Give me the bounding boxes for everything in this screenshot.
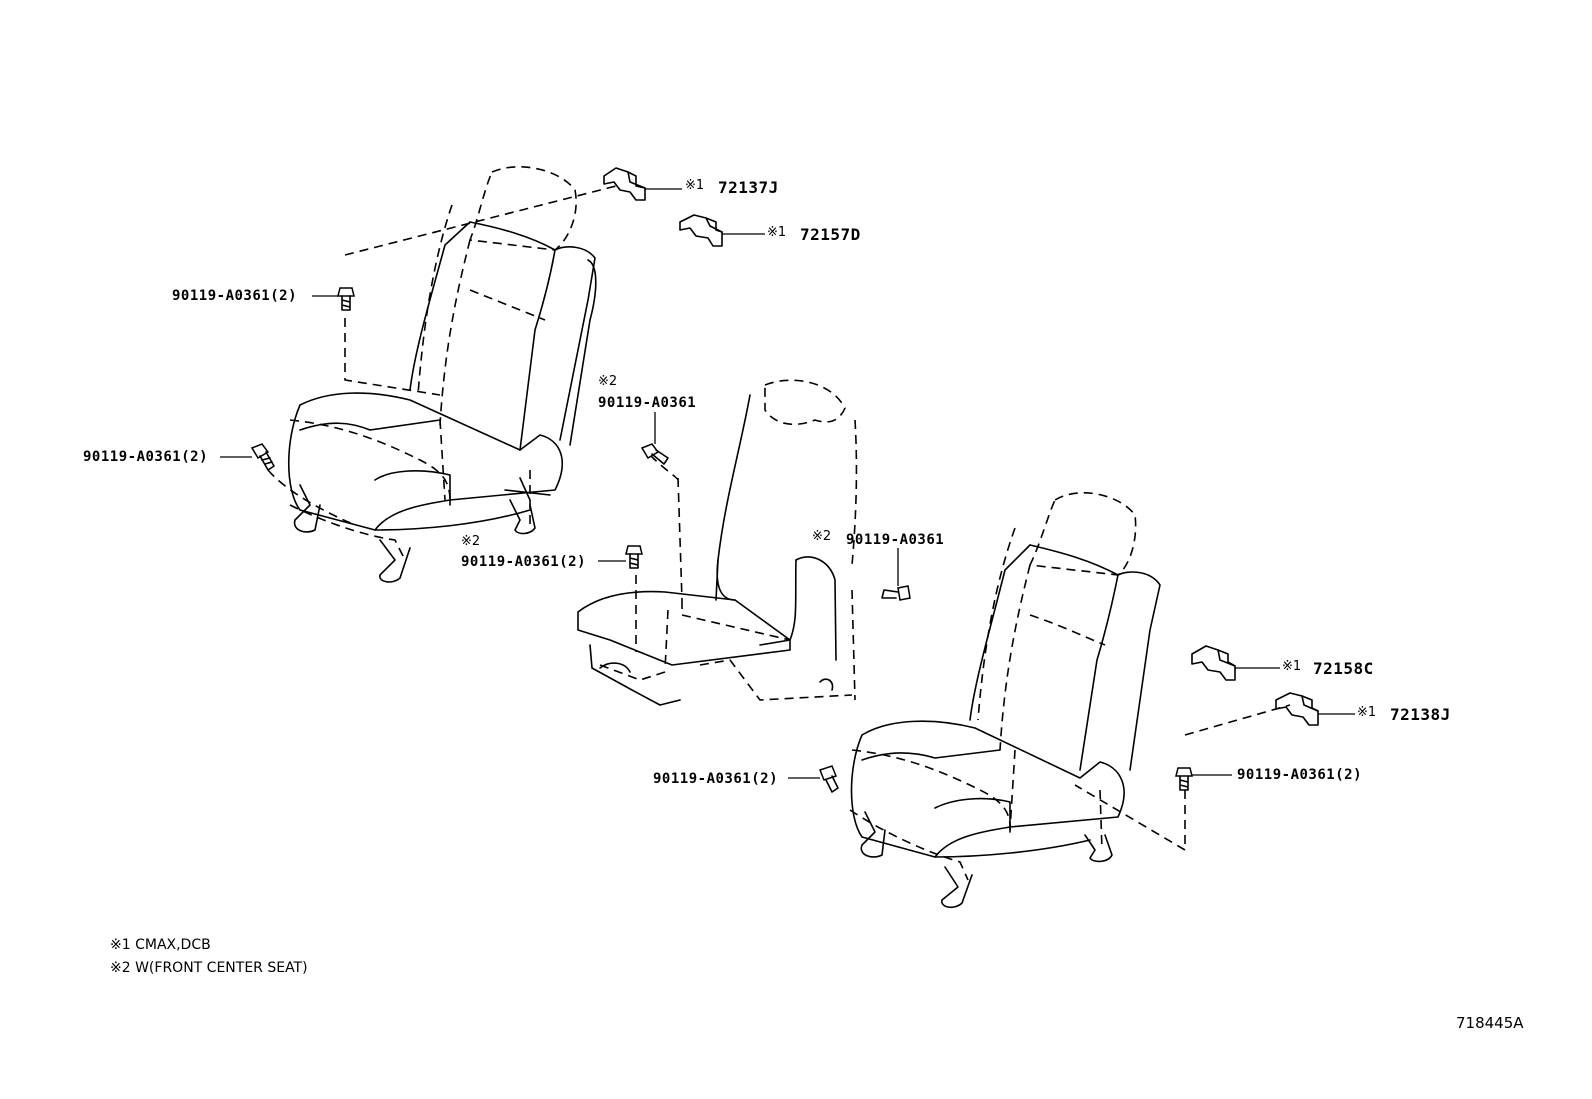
part-72138j-mark: ※1: [1357, 705, 1377, 720]
center-seat: [577, 379, 858, 706]
note-1: ※1 CMAX,DCB: [110, 937, 211, 953]
bolt-center-top-label: 90119-A0361: [598, 395, 697, 411]
bolt-center-left-mark: ※2: [461, 534, 481, 549]
bolt-right-right-label: 90119-A0361(2): [1237, 767, 1363, 783]
bolt-icon-center-right: [881, 548, 911, 601]
part-72158c-mark: ※1: [1282, 659, 1302, 674]
left-seat: [267, 166, 621, 583]
bolt-center-top-mark: ※2: [598, 374, 618, 389]
part-72137j-mark: ※1: [685, 178, 705, 193]
bracket-72158c: [1191, 645, 1280, 681]
bolt-center-right-label: 90119-A0361: [846, 532, 945, 548]
bracket-72137j: [603, 167, 682, 201]
bolt-left-lower-label: 90119-A0361(2): [83, 449, 209, 465]
part-72157d-code: 72157D: [800, 225, 861, 244]
bolt-icon-center-left: [598, 545, 643, 569]
bolt-center-right-mark: ※2: [812, 529, 832, 544]
right-seat: [849, 492, 1291, 909]
bracket-72157d: [679, 214, 765, 247]
note-2: ※2 W(FRONT CENTER SEAT): [110, 960, 308, 976]
part-72157d-mark: ※1: [767, 225, 787, 240]
part-72137j-code: 72137J: [718, 178, 779, 197]
bolt-left-upper-label: 90119-A0361(2): [172, 288, 298, 304]
bolt-icon-left-lower: [220, 443, 275, 471]
bolt-icon-right-right: [1175, 767, 1232, 791]
bolt-icon-left-upper: [312, 287, 355, 311]
diagram-code: 718445A: [1456, 1014, 1524, 1032]
bolt-icon-right-left: [788, 765, 839, 793]
bolt-right-left-label: 90119-A0361(2): [653, 771, 779, 787]
bracket-72138j: [1275, 692, 1355, 726]
bolt-icon-center-top: [640, 412, 669, 465]
part-72138j-code: 72138J: [1390, 705, 1451, 724]
part-72158c-code: 72158C: [1313, 659, 1374, 678]
bolt-center-left-label: 90119-A0361(2): [461, 554, 587, 570]
